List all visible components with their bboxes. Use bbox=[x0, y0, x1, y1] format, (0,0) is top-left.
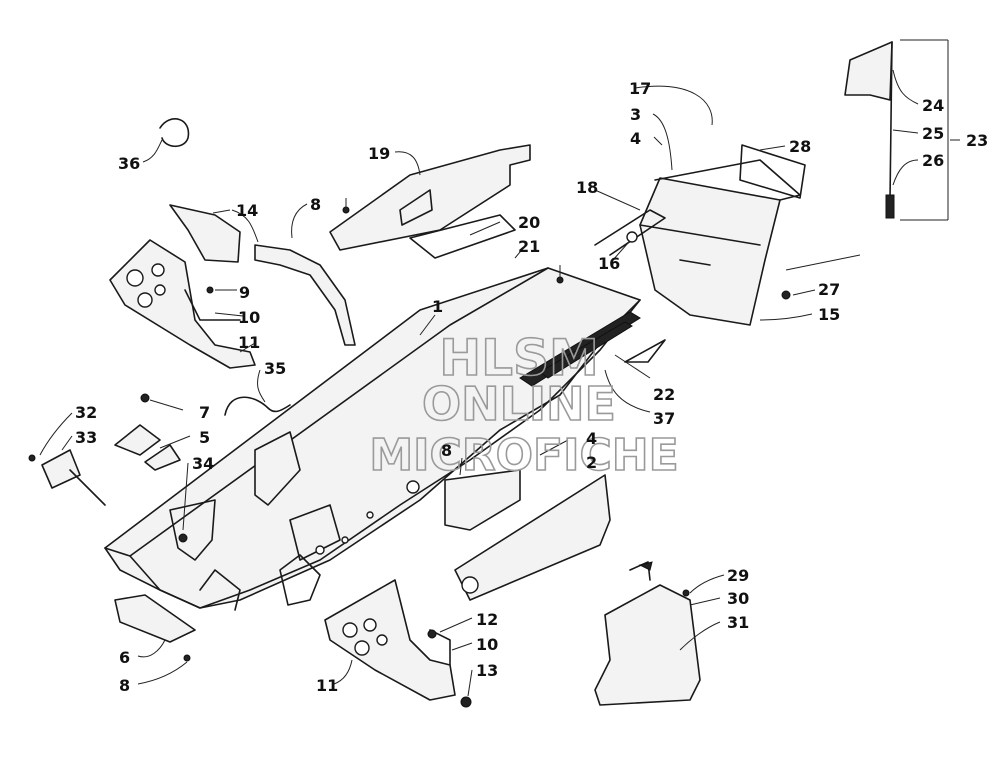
callout-8b: 8 bbox=[441, 441, 452, 460]
callout-1: 1 bbox=[432, 297, 443, 316]
callout-32: 32 bbox=[75, 403, 97, 422]
callout-labels: 1 2 3 4 4 5 6 7 8 8 8 9 10 10 11 11 12 1… bbox=[75, 79, 988, 695]
callout-35: 35 bbox=[264, 359, 286, 378]
screw-8c-part bbox=[183, 654, 191, 662]
callout-17: 17 bbox=[629, 79, 651, 98]
plate-20-part bbox=[409, 214, 516, 259]
gusset-8-part bbox=[444, 469, 521, 531]
bracket-10b-part bbox=[429, 629, 451, 666]
side-panel-2-part bbox=[454, 474, 611, 601]
callout-29: 29 bbox=[727, 566, 749, 585]
callout-26: 26 bbox=[922, 151, 944, 170]
storage-box-part bbox=[639, 159, 801, 326]
left-footrest-part bbox=[109, 239, 256, 369]
callout-23: 23 bbox=[966, 131, 988, 150]
screw-29-part bbox=[682, 589, 690, 597]
bracket-5b-part bbox=[144, 444, 181, 471]
callout-18: 18 bbox=[576, 178, 598, 197]
cover-31-part bbox=[594, 584, 701, 706]
callout-10a: 10 bbox=[238, 308, 260, 327]
callout-31: 31 bbox=[727, 613, 749, 632]
screw-27-part bbox=[781, 290, 791, 300]
callout-36: 36 bbox=[118, 154, 140, 173]
tunnel-part bbox=[104, 267, 641, 611]
bracket-5-part bbox=[114, 424, 161, 456]
plate-6-part bbox=[114, 594, 196, 643]
bracket-14-part bbox=[169, 204, 241, 263]
callout-5: 5 bbox=[199, 428, 210, 447]
watermark-line3: MICROFICHE bbox=[369, 430, 678, 481]
tail-light-part bbox=[28, 449, 106, 506]
watermark-line1: HLSM bbox=[439, 329, 598, 387]
callout-11a: 11 bbox=[238, 333, 260, 352]
callout-12: 12 bbox=[476, 610, 498, 629]
callout-4a: 4 bbox=[630, 129, 641, 148]
callout-7: 7 bbox=[199, 403, 210, 422]
callout-33: 33 bbox=[75, 428, 97, 447]
callout-30: 30 bbox=[727, 589, 749, 608]
callout-28: 28 bbox=[789, 137, 811, 156]
callout-20: 20 bbox=[518, 213, 540, 232]
callout-16: 16 bbox=[598, 254, 620, 273]
callout-15: 15 bbox=[818, 305, 840, 324]
callout-8a: 8 bbox=[310, 195, 321, 214]
watermark-line2: ONLINE bbox=[422, 377, 616, 431]
screw-12-part bbox=[427, 629, 437, 639]
callout-4b: 4 bbox=[586, 429, 597, 448]
callout-6: 6 bbox=[119, 648, 130, 667]
right-footrest-part bbox=[324, 579, 456, 701]
washer-16-part bbox=[626, 231, 638, 243]
leader-lines bbox=[39, 39, 960, 697]
callout-8c: 8 bbox=[119, 676, 130, 695]
callout-25: 25 bbox=[922, 124, 944, 143]
callout-21: 21 bbox=[518, 237, 540, 256]
screw-9-part bbox=[206, 286, 214, 294]
callout-9: 9 bbox=[239, 283, 250, 302]
callout-10b: 10 bbox=[476, 635, 498, 654]
callout-13: 13 bbox=[476, 661, 498, 680]
callout-37: 37 bbox=[653, 409, 675, 428]
callout-27: 27 bbox=[818, 280, 840, 299]
callout-3: 3 bbox=[630, 105, 641, 124]
callout-2: 2 bbox=[586, 453, 597, 472]
bracket-10-part bbox=[184, 289, 241, 321]
decal-stripe-part-2 bbox=[539, 321, 633, 379]
screw-7-part bbox=[140, 393, 150, 403]
nut-13-part bbox=[460, 696, 472, 708]
callout-14: 14 bbox=[236, 201, 258, 220]
screw-34-part bbox=[178, 533, 188, 543]
decal-28-part bbox=[739, 144, 806, 199]
clamp-36-part bbox=[159, 118, 190, 148]
callout-34: 34 bbox=[192, 454, 214, 473]
callout-19: 19 bbox=[368, 144, 390, 163]
decal-22-part bbox=[624, 339, 666, 363]
callout-11b: 11 bbox=[316, 676, 338, 695]
callout-22: 22 bbox=[653, 385, 675, 404]
strut-part bbox=[254, 244, 356, 346]
watermark: HLSM ONLINE MICROFICHE bbox=[369, 328, 680, 482]
flag-part bbox=[844, 41, 895, 219]
cable-35-part bbox=[224, 396, 291, 416]
callout-24: 24 bbox=[922, 96, 944, 115]
